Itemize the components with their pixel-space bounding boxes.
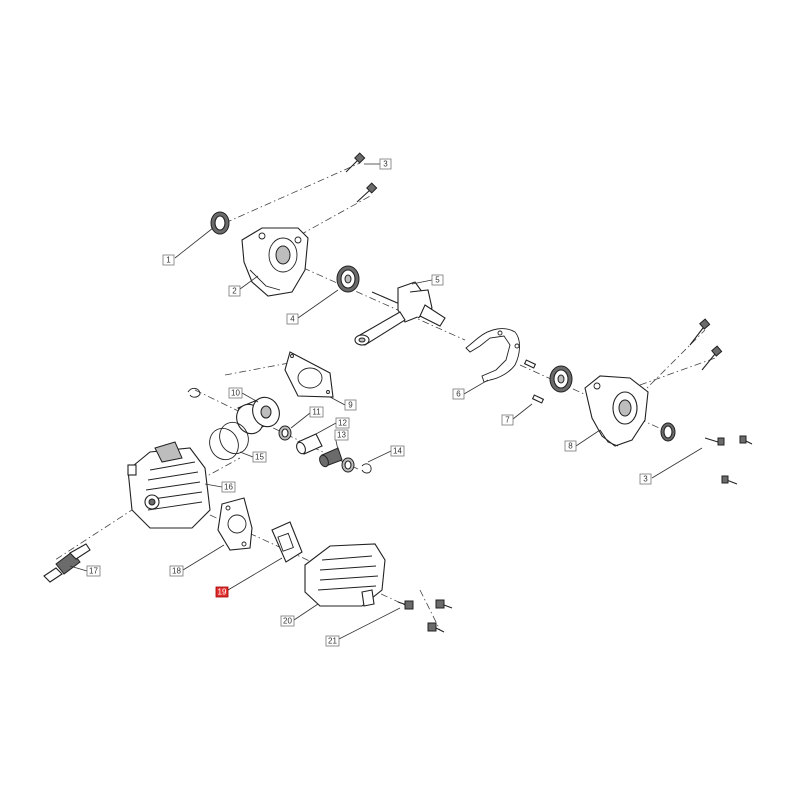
callout-20[interactable]: 20 <box>280 603 319 627</box>
callout-3-upper[interactable]: 3 <box>364 158 392 170</box>
callout-15[interactable]: 15 <box>239 451 267 463</box>
callout-9-label: 9 <box>348 401 353 410</box>
callout-9[interactable]: 9 <box>329 396 357 411</box>
callout-17[interactable]: 17 <box>69 565 101 577</box>
oil-seal-part <box>210 211 230 235</box>
crankcase-half-right-part <box>584 375 649 447</box>
piston-part <box>236 396 280 435</box>
dowel-pin-parts <box>523 359 545 404</box>
exhaust-gasket-part <box>271 521 303 563</box>
callout-1[interactable]: 1 <box>162 227 214 266</box>
callout-21[interactable]: 21 <box>325 607 401 647</box>
callout-11-label: 11 <box>312 408 321 417</box>
callout-18-label: 18 <box>172 567 181 576</box>
spark-plug-part <box>43 543 91 583</box>
clip-upper-part <box>187 387 201 398</box>
callout-7[interactable]: 7 <box>501 403 533 426</box>
crankshaft-part <box>354 281 446 346</box>
crankcase-half-left-part <box>241 227 309 297</box>
cylinder-part <box>127 441 211 529</box>
callout-1-label: 1 <box>166 256 171 265</box>
callout-6[interactable]: 6 <box>452 379 489 400</box>
piston-pin-part <box>296 433 323 455</box>
callout-4-label: 4 <box>290 315 295 324</box>
callout-16[interactable]: 16 <box>204 481 236 493</box>
callout-15-label: 15 <box>255 453 264 462</box>
crankcase-gasket-part <box>465 328 520 383</box>
piston-pin-clip-part <box>278 425 292 441</box>
callout-6-label: 6 <box>456 390 461 399</box>
ball-bearing-right-part <box>549 365 573 393</box>
callout-12-label: 12 <box>338 419 347 428</box>
callout-13-label: 13 <box>337 431 346 440</box>
callout-20-label: 20 <box>283 617 292 626</box>
callout-10-label: 10 <box>231 389 240 398</box>
callout-8[interactable]: 8 <box>564 429 601 452</box>
callout-3-upper-label: 3 <box>383 160 388 169</box>
callout-7-label: 7 <box>505 416 510 425</box>
callout-13[interactable]: 13 <box>334 429 349 451</box>
screw-upper-parts <box>345 152 378 203</box>
callout-16-label: 16 <box>224 483 233 492</box>
screw-right-parts <box>689 318 753 485</box>
callout-3-lower-label: 3 <box>643 475 648 484</box>
callout-14[interactable]: 14 <box>367 445 405 463</box>
callout-21-label: 21 <box>328 637 337 646</box>
callout-2-label: 2 <box>232 287 237 296</box>
callout-17-label: 17 <box>89 567 98 576</box>
callout-19-label: 19 <box>218 588 227 597</box>
muffler-gasket-part <box>217 497 253 551</box>
cylinder-gasket-part <box>284 351 334 398</box>
callout-4[interactable]: 4 <box>286 289 339 325</box>
callout-8-label: 8 <box>568 442 573 451</box>
oil-seal-right-part <box>660 422 676 442</box>
callout-5[interactable]: 5 <box>411 274 444 286</box>
callout-14-label: 14 <box>393 447 402 456</box>
callout-3-lower[interactable]: 3 <box>639 447 703 485</box>
callout-10[interactable]: 10 <box>228 387 259 403</box>
needle-bearing-part <box>319 447 343 468</box>
muffler-part <box>304 543 386 607</box>
circlip-part <box>341 457 372 474</box>
ball-bearing-left-part <box>336 265 360 293</box>
callout-2[interactable]: 2 <box>228 275 259 297</box>
callout-5-label: 5 <box>435 276 440 285</box>
bolt-parts <box>397 599 453 633</box>
callout-12[interactable]: 12 <box>315 417 350 435</box>
callout-18[interactable]: 18 <box>169 544 225 577</box>
callout-11[interactable]: 11 <box>290 406 324 429</box>
callout-19-highlighted[interactable]: 19 <box>215 557 283 598</box>
